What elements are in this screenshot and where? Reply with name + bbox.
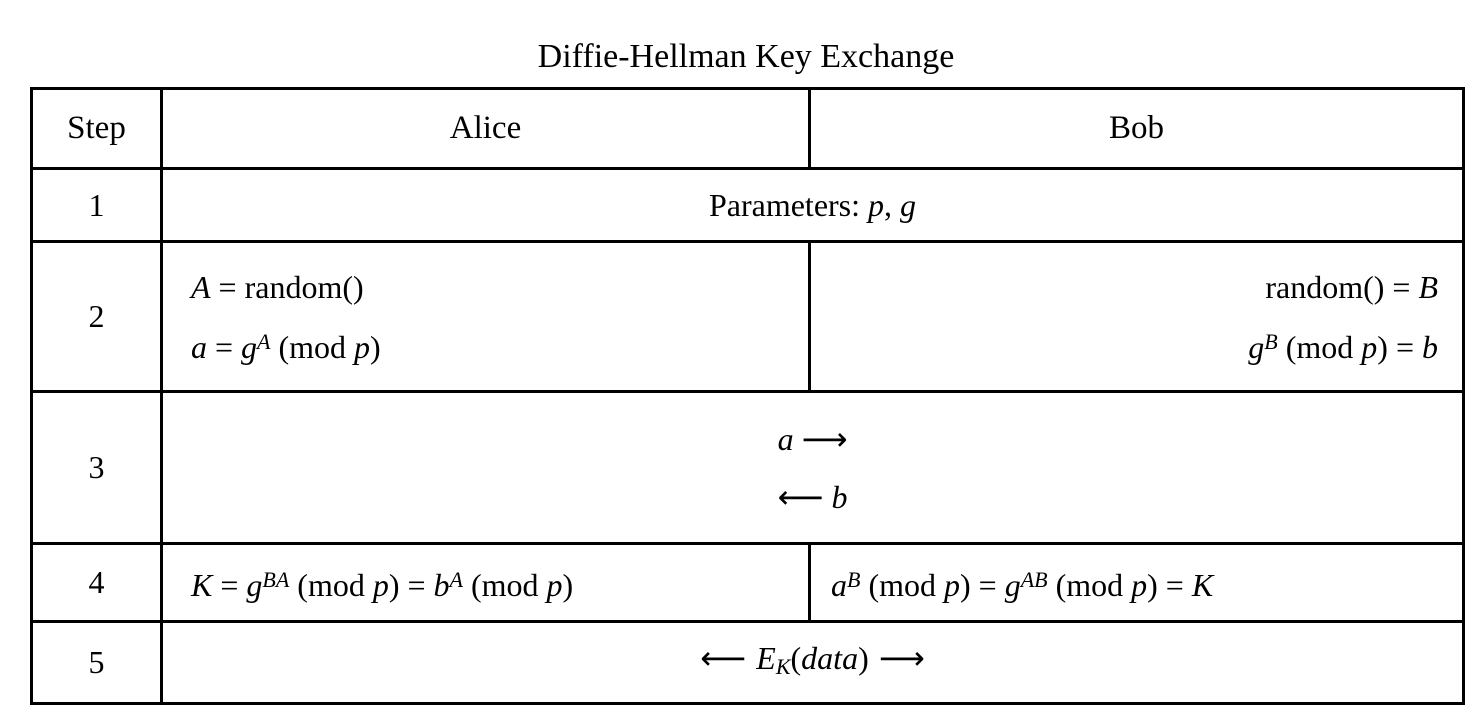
formula-token: Parameters: (708, 187, 869, 223)
formula-token: b (433, 567, 450, 603)
figure-title: Diffie-Hellman Key Exchange (537, 38, 955, 75)
formula-token: p (944, 567, 960, 603)
dh-protocol-table: Step Alice Bob 1 Parameters: p, g 2 A = … (30, 87, 1465, 705)
col-header-alice: Alice (160, 87, 811, 170)
col-header-step: Step (30, 87, 163, 170)
send-a-formula: a ⟶ (165, 419, 1461, 459)
formula-token: B (847, 567, 861, 592)
formula-token: = (207, 328, 242, 365)
step5-number: 5 (30, 620, 163, 705)
formula-token: (mod (462, 567, 547, 603)
arrow-glyph: ⟶ (801, 419, 848, 458)
dh-figure: Diffie-Hellman Key Exchange Step Alice B… (30, 0, 1465, 705)
formula-token: g (1004, 567, 1021, 603)
formula-token: ) = (388, 567, 434, 603)
formula-token: ) = (1377, 328, 1422, 365)
formula-token: (mod (289, 567, 373, 603)
bob-shared-key-formula: aB (mod p) = gAB (mod p) = K (831, 560, 1456, 605)
bob-public-key-formula: gB (mod p) = b (813, 322, 1438, 367)
table-header-row: Step Alice Bob (30, 87, 1465, 170)
send-b-formula: ⟵ b (165, 477, 1461, 517)
formula-token: a (191, 328, 207, 365)
formula-token: = (210, 268, 245, 305)
alice-shared-key-formula: K = gBA (mod p) = bA (mod p) (191, 560, 807, 605)
formula-token: p (354, 328, 371, 365)
step5-encrypted-data-cell: ⟵ EK(data) ⟶ (160, 620, 1465, 705)
table-row-step1: 1 Parameters: p, g (30, 167, 1465, 243)
step1-parameters-cell: Parameters: p, g (160, 167, 1465, 243)
formula-token: AB (1020, 567, 1048, 592)
formula-token: a (777, 420, 794, 457)
step4-bob-cell: aB (mod p) = gAB (mod p) = K (808, 542, 1465, 623)
formula-token: K (191, 567, 213, 603)
formula-token: g (246, 567, 263, 603)
formula-token: ) = (960, 567, 1005, 603)
table-row-step3: 3 a ⟶ ⟵ b (30, 390, 1465, 545)
arrow-glyph: ⟶ (868, 639, 925, 677)
formula-token (794, 421, 802, 457)
formula-token: p (1361, 328, 1378, 365)
alice-random-formula: A = random() (191, 267, 807, 307)
formula-token: (mod (860, 567, 944, 603)
formula-token: g (1248, 328, 1265, 365)
formula-token: , (884, 187, 901, 223)
formula-token: ) (858, 640, 869, 676)
step3-exchange-cell: a ⟶ ⟵ b (160, 390, 1465, 545)
formula-token: p (546, 567, 563, 603)
step4-number: 4 (30, 542, 163, 623)
formula-token: p (1131, 567, 1148, 603)
formula-token: b (831, 478, 848, 515)
formula-token: random() (244, 268, 364, 305)
col-header-bob: Bob (808, 87, 1465, 170)
bob-random-formula: random() = B (813, 267, 1438, 307)
step2-alice-cell: A = random() a = gA (mod p) (160, 240, 811, 393)
table-row-step2: 2 A = random() a = gA (mod p) random() =… (30, 240, 1465, 393)
arrow-glyph: ⟵ (777, 477, 824, 516)
formula-token: ( (790, 640, 802, 676)
step4-alice-cell: K = gBA (mod p) = bA (mod p) (160, 542, 811, 623)
formula-token: (mod (270, 328, 355, 365)
formula-token: data (801, 640, 859, 676)
step2-bob-cell: random() = B gB (mod p) = b (808, 240, 1465, 393)
formula-token: (mod (1047, 567, 1132, 603)
formula-token: ) = (1147, 567, 1192, 603)
formula-token: (mod (1277, 328, 1362, 365)
parameters-formula: Parameters: p, g (165, 185, 1461, 225)
step2-number: 2 (30, 240, 163, 393)
formula-token: = (212, 567, 247, 603)
formula-token: g (900, 187, 917, 223)
step3-number: 3 (30, 390, 163, 545)
formula-token: BA (262, 567, 290, 592)
formula-token: = (1384, 268, 1419, 305)
formula-token: ) (370, 328, 381, 365)
step1-number: 1 (30, 167, 163, 243)
formula-token: random() (1265, 268, 1385, 305)
alice-public-key-formula: a = gA (mod p) (191, 322, 807, 367)
formula-token: B (1418, 268, 1438, 305)
formula-token: p (372, 567, 389, 603)
encrypted-data-formula: ⟵ EK(data) ⟶ (165, 638, 1461, 687)
table-row-step4: 4 K = gBA (mod p) = bA (mod p) aB (mod p… (30, 542, 1465, 623)
formula-token: K (775, 654, 791, 679)
formula-token: g (241, 328, 258, 365)
formula-token: A (449, 567, 463, 592)
formula-token: B (1264, 328, 1278, 354)
formula-token: K (1191, 567, 1214, 603)
formula-token: A (257, 328, 271, 354)
formula-token: A (191, 268, 211, 305)
formula-token: ) (562, 567, 574, 603)
formula-token: E (756, 640, 776, 676)
table-row-step5: 5 ⟵ EK(data) ⟶ (30, 620, 1465, 705)
formula-token: a (831, 567, 847, 603)
arrow-glyph: ⟵ (700, 639, 757, 677)
formula-token: b (1422, 328, 1438, 365)
formula-token: p (868, 187, 885, 223)
